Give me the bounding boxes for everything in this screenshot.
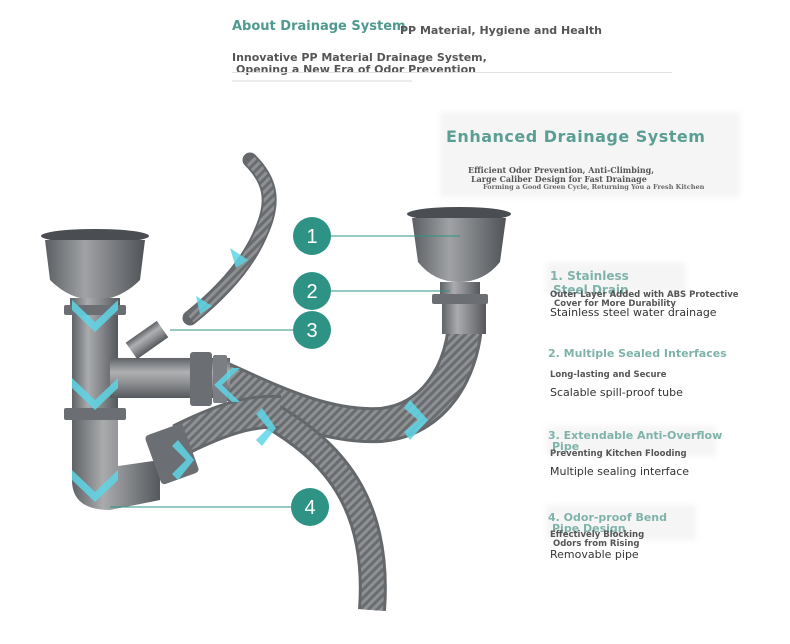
- flow-indicators: [72, 248, 428, 502]
- feature-4-desc: Removable pipe: [550, 548, 639, 561]
- feature-1-desc: Stainless steel water drainage: [550, 306, 717, 319]
- enhanced-line-2: Large Caliber Design for Fast Drainage: [471, 174, 647, 184]
- feature-1-sub-a: Outer Layer Added with ABS Protective: [550, 290, 739, 300]
- enhanced-title: Enhanced Drainage System: [446, 127, 706, 146]
- feature-1-title-b: Steel Drain: [553, 283, 629, 297]
- feature-4-title-a: 4. Odor-proof Bend: [548, 511, 668, 524]
- feature-2-sub: Long-lasting and Secure: [550, 370, 667, 380]
- feature-2-desc: Scalable spill-proof tube: [550, 386, 683, 399]
- marker-2: 2: [293, 272, 331, 310]
- feature-4-sub-a: Effectively Blocking: [550, 530, 645, 540]
- marker-1-label: 1: [306, 226, 317, 248]
- header-title: About Drainage System: [232, 19, 406, 34]
- header-subtitle: PP Material, Hygiene and Health: [400, 24, 602, 37]
- marker-4-label: 4: [304, 497, 315, 519]
- marker-3: 3: [293, 311, 331, 349]
- feature-4-sub-b: Odors from Rising: [553, 539, 640, 549]
- feature-3-title-a: 3. Extendable Anti-Overflow: [548, 429, 723, 442]
- enhanced-line-3: Forming a Good Green Cycle, Returning Yo…: [483, 183, 705, 191]
- feature-2-title: 2. Multiple Sealed Interfaces: [548, 347, 727, 360]
- marker-3-label: 3: [306, 320, 317, 342]
- header-faint-rule: [232, 80, 412, 82]
- feature-1-sub-b: Cover for More Durability: [554, 299, 676, 309]
- leader-lines: [110, 235, 460, 508]
- feature-3-desc: Multiple sealing interface: [550, 465, 690, 478]
- feature-3-sub: Preventing Kitchen Flooding: [550, 449, 687, 459]
- header-line-1: Innovative PP Material Drainage System,: [232, 51, 487, 64]
- marker-4: 4: [291, 488, 329, 526]
- marker-1: 1: [293, 217, 331, 255]
- u-trap: [72, 420, 160, 510]
- feature-1-title-a: 1. Stainless: [550, 269, 629, 283]
- header-divider: [232, 72, 672, 73]
- right-sink-bowl: [412, 218, 506, 282]
- feature-4-title-b: Pipe Design: [552, 522, 626, 535]
- enhanced-line-1: Efficient Odor Prevention, Anti-Climbing…: [468, 165, 655, 175]
- feature-3-title-b: Pipe: [552, 440, 580, 453]
- left-sink-bowl: [45, 240, 145, 300]
- marker-2-label: 2: [306, 281, 317, 303]
